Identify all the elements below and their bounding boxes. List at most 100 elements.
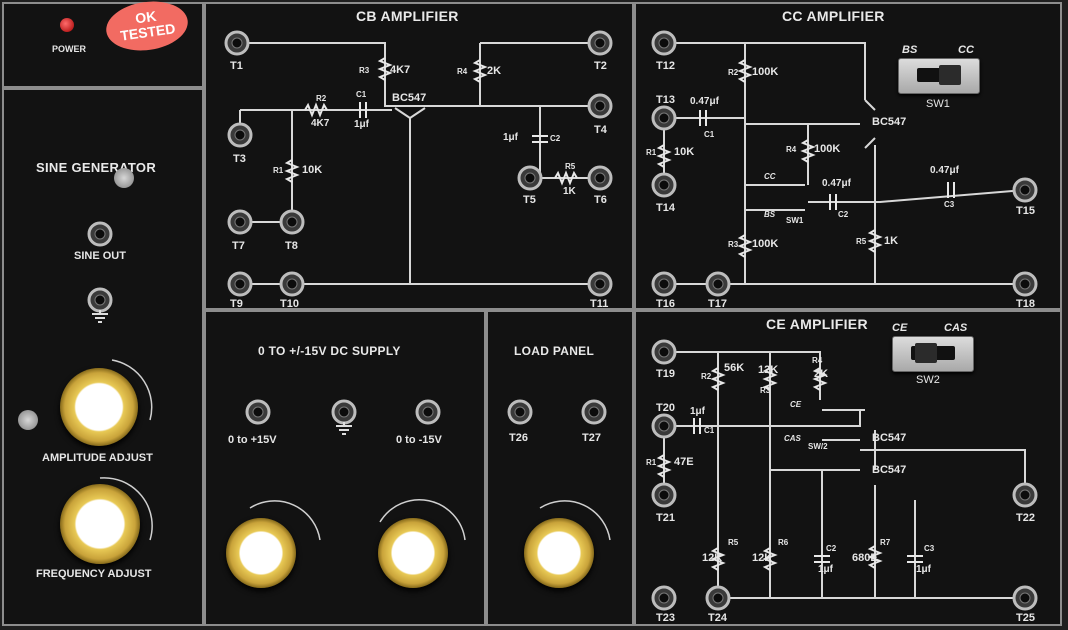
sw2-right-label: CAS xyxy=(944,322,968,334)
cc-c1: C1 xyxy=(704,130,715,139)
ce-c1: C1 xyxy=(704,426,715,435)
cb-amplifier-title: CB AMPLIFIER xyxy=(356,8,459,24)
ce-c1-value: 1μf xyxy=(690,406,706,417)
cc-switch-bs: BS xyxy=(764,210,776,219)
ce-r5: R5 xyxy=(728,538,739,547)
ce-c3-value: 1μf xyxy=(916,564,932,575)
ce-t22: T22 xyxy=(1016,512,1035,524)
cb-r5: R5 xyxy=(565,162,576,171)
ce-c2: C2 xyxy=(826,544,837,553)
ce-r6: R6 xyxy=(778,538,789,547)
cb-t2: T2 xyxy=(594,60,607,72)
cc-switch-cc: CC xyxy=(764,172,776,181)
cb-r2: R2 xyxy=(316,94,327,103)
ce-t20: T20 xyxy=(656,402,675,414)
ce-r3: R3 xyxy=(760,386,771,395)
screw-2 xyxy=(18,410,38,430)
ce-r3-value: 12K xyxy=(758,364,779,376)
frequency-adjust-knob[interactable] xyxy=(60,484,140,564)
cb-t3: T3 xyxy=(233,153,246,165)
sw2-switch[interactable] xyxy=(892,336,974,372)
cc-c2: C2 xyxy=(838,210,849,219)
cb-r2-value: 4K7 xyxy=(311,118,330,129)
cc-t18: T18 xyxy=(1016,298,1035,310)
cc-c3-value: 0.47μf xyxy=(930,165,959,176)
cb-t7: T7 xyxy=(232,240,245,252)
cb-t9: T9 xyxy=(230,298,243,310)
ce-r4-value: 2K xyxy=(814,368,829,380)
cb-c2-value: 1μf xyxy=(503,132,519,143)
cb-r1-value: 10K xyxy=(302,164,323,176)
load-knob[interactable] xyxy=(524,518,594,588)
ce-r2-value: 56K xyxy=(724,362,745,374)
sw2-left-label: CE xyxy=(892,322,908,334)
neg-supply-knob[interactable] xyxy=(378,518,448,588)
sw1-switch[interactable] xyxy=(898,58,980,94)
cc-t12: T12 xyxy=(656,60,675,72)
ce-t25: T25 xyxy=(1016,612,1035,624)
cb-transistor: BC547 xyxy=(392,92,427,104)
cb-c1-value: 1μf xyxy=(354,119,370,130)
cc-c3: C3 xyxy=(944,200,955,209)
cb-t5: T5 xyxy=(523,194,536,206)
ce-r4: R4 xyxy=(812,356,823,365)
cb-r5-value: 1K xyxy=(563,186,576,197)
cc-r3-value: 100K xyxy=(752,238,779,250)
cc-r4: R4 xyxy=(786,145,797,154)
ce-t21: T21 xyxy=(656,512,675,524)
cb-r3: R3 xyxy=(359,66,370,75)
ce-transistor-1: BC547 xyxy=(872,432,907,444)
ce-switch-ce: CE xyxy=(790,400,802,409)
ce-r1: R1 xyxy=(646,458,657,467)
cc-r2-value: 100K xyxy=(752,66,779,78)
cc-r5: R5 xyxy=(856,237,867,246)
ce-transistor-2: BC547 xyxy=(872,464,907,476)
ce-amplifier-title: CE AMPLIFIER xyxy=(766,316,868,332)
cb-t1: T1 xyxy=(230,60,243,72)
cc-r5-value: 1K xyxy=(884,235,899,247)
ce-sw2-small: SW/2 xyxy=(808,442,828,451)
cc-sw1-small: SW1 xyxy=(786,216,804,225)
cc-c1-value: 0.47μf xyxy=(690,96,719,107)
ce-amplifier-panel xyxy=(634,310,1062,626)
sw1-right-label: CC xyxy=(958,44,974,56)
cc-r2: R2 xyxy=(728,68,739,77)
cc-r1-value: 10K xyxy=(674,146,695,158)
cc-transistor: BC547 xyxy=(872,116,907,128)
sw1-left-label: BS xyxy=(902,44,918,56)
ce-r7-value: 680E xyxy=(852,552,878,564)
cc-amplifier-panel xyxy=(634,2,1062,310)
cb-c2: C2 xyxy=(550,134,561,143)
cb-t4: T4 xyxy=(594,124,607,136)
ce-t19: T19 xyxy=(656,368,675,380)
cc-t15: T15 xyxy=(1016,205,1035,217)
amplitude-adjust-knob[interactable] xyxy=(60,368,138,446)
cc-t14: T14 xyxy=(656,202,675,214)
amplitude-adjust-label: AMPLITUDE ADJUST xyxy=(42,452,153,464)
sine-out-label: SINE OUT xyxy=(74,250,126,262)
ce-switch-cas: CAS xyxy=(784,434,801,443)
t27-label: T27 xyxy=(582,432,601,444)
cc-t13: T13 xyxy=(656,94,675,106)
cc-c2-value: 0.47μf xyxy=(822,178,851,189)
t26-label: T26 xyxy=(509,432,528,444)
cb-t11: T11 xyxy=(590,298,609,310)
cb-amplifier-panel xyxy=(204,2,634,310)
pos-supply-label: 0 to +15V xyxy=(228,434,277,446)
cb-c1: C1 xyxy=(356,90,367,99)
cc-t16: T16 xyxy=(656,298,675,310)
dc-supply-title: 0 TO +/-15V DC SUPPLY xyxy=(258,344,401,358)
neg-supply-label: 0 to -15V xyxy=(396,434,442,446)
cb-r3-value: 4K7 xyxy=(390,64,411,76)
ce-r5-value: 12K xyxy=(702,552,723,564)
pos-supply-knob[interactable] xyxy=(226,518,296,588)
sw2-name-label: SW2 xyxy=(916,374,940,386)
ce-t23: T23 xyxy=(656,612,675,624)
ce-r1-value: 47E xyxy=(674,456,694,468)
cc-r1: R1 xyxy=(646,148,657,157)
cb-r4: R4 xyxy=(457,67,468,76)
cb-r1: R1 xyxy=(273,166,284,175)
sw1-name-label: SW1 xyxy=(926,98,950,110)
ce-r2: R2 xyxy=(701,372,712,381)
